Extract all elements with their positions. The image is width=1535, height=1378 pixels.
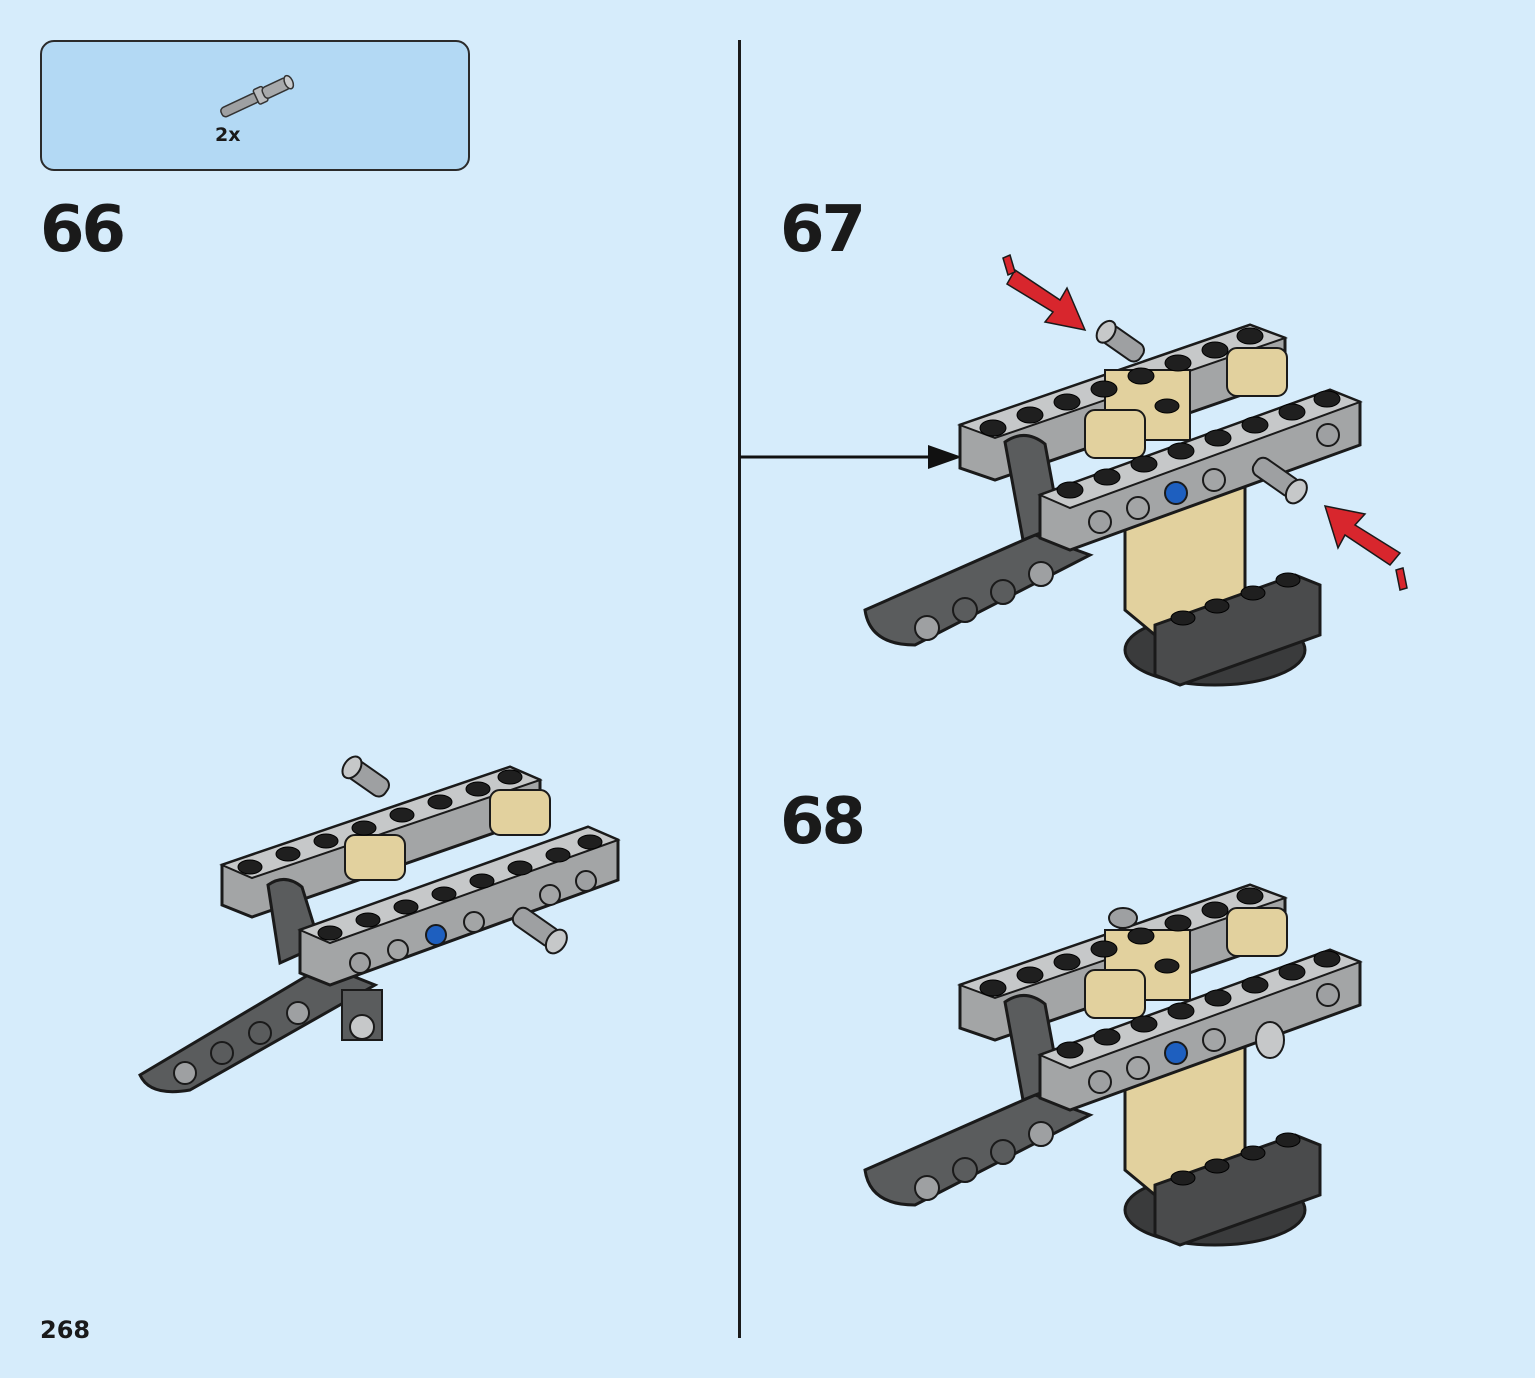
subassembly-arrow-icon — [740, 445, 962, 469]
technic-pin-icon — [220, 74, 295, 118]
part-quantity: 2x — [215, 124, 241, 146]
step-68-model-illustration — [863, 883, 1363, 1247]
page-number: 268 — [40, 1316, 91, 1344]
step-number-67: 67 — [780, 193, 866, 267]
step-divider — [738, 40, 741, 1338]
step-number-68: 68 — [780, 785, 866, 859]
step-67-model-illustration — [863, 253, 1408, 687]
parts-callout: 2x — [40, 40, 470, 171]
step-number-66: 66 — [40, 193, 126, 267]
step-66-model-illustration — [138, 755, 621, 1094]
